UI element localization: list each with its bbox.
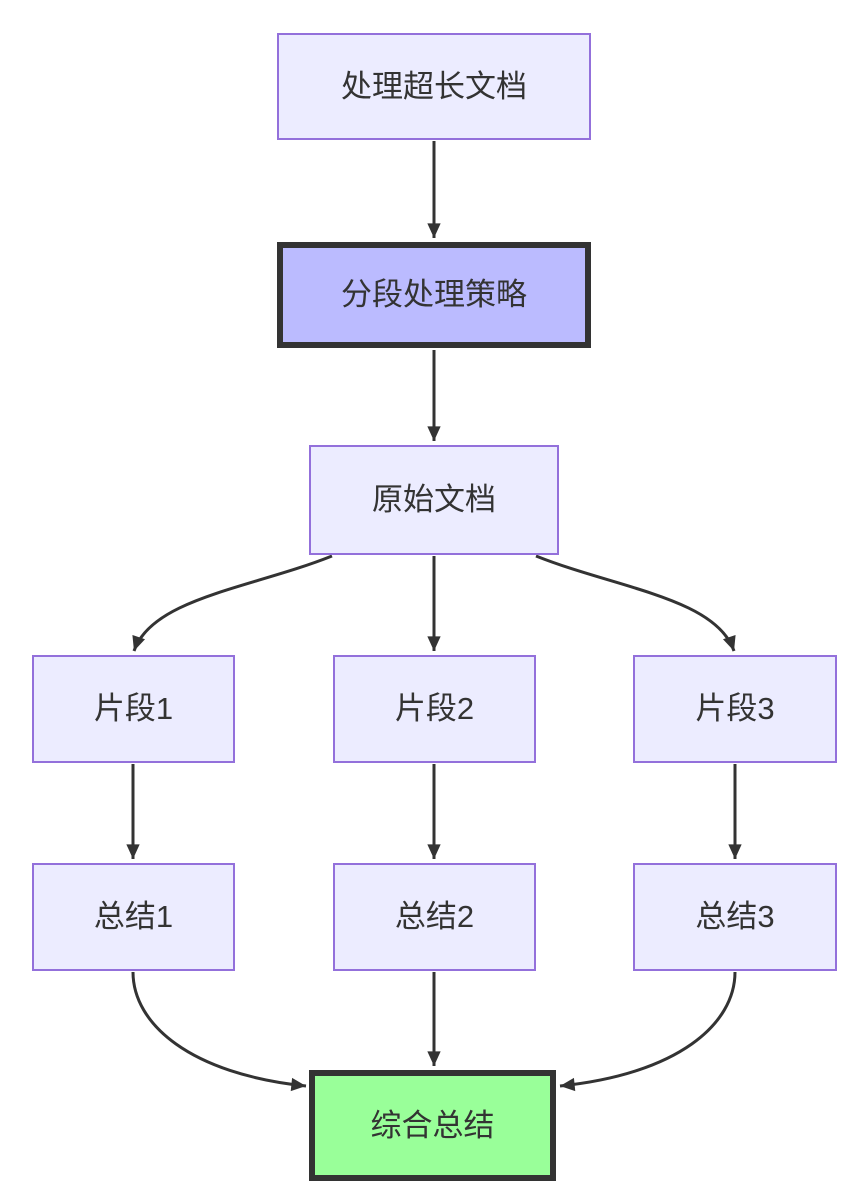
- node-seg3: 片段3: [633, 655, 837, 763]
- node-seg2-label: 片段2: [394, 691, 475, 727]
- node-sum3: 总结3: [633, 863, 837, 971]
- node-sum1-label: 总结1: [93, 899, 174, 935]
- edge-original-seg1: [132, 554, 333, 652]
- node-original-label: 原始文档: [372, 482, 496, 518]
- node-sum3-label: 总结3: [695, 899, 775, 935]
- node-strategy: 分段处理策略: [277, 242, 591, 348]
- edge-sum1-final: [131, 971, 307, 1092]
- node-seg1: 片段1: [32, 655, 235, 763]
- node-root: 处理超长文档: [277, 33, 591, 140]
- node-sum2-label: 总结2: [394, 899, 475, 935]
- node-strategy-label: 分段处理策略: [341, 277, 527, 313]
- node-root-label: 处理超长文档: [341, 68, 527, 104]
- node-sum2: 总结2: [333, 863, 536, 971]
- node-final-label: 综合总结: [370, 1107, 495, 1143]
- node-seg1-label: 片段1: [93, 691, 174, 727]
- edge-original-seg3: [535, 554, 736, 652]
- node-seg2: 片段2: [333, 655, 536, 763]
- node-sum1: 总结1: [32, 863, 235, 971]
- node-original: 原始文档: [309, 445, 559, 555]
- edge-sum3-final: [559, 971, 737, 1092]
- node-seg3-label: 片段3: [695, 691, 775, 727]
- node-final: 综合总结: [309, 1070, 556, 1181]
